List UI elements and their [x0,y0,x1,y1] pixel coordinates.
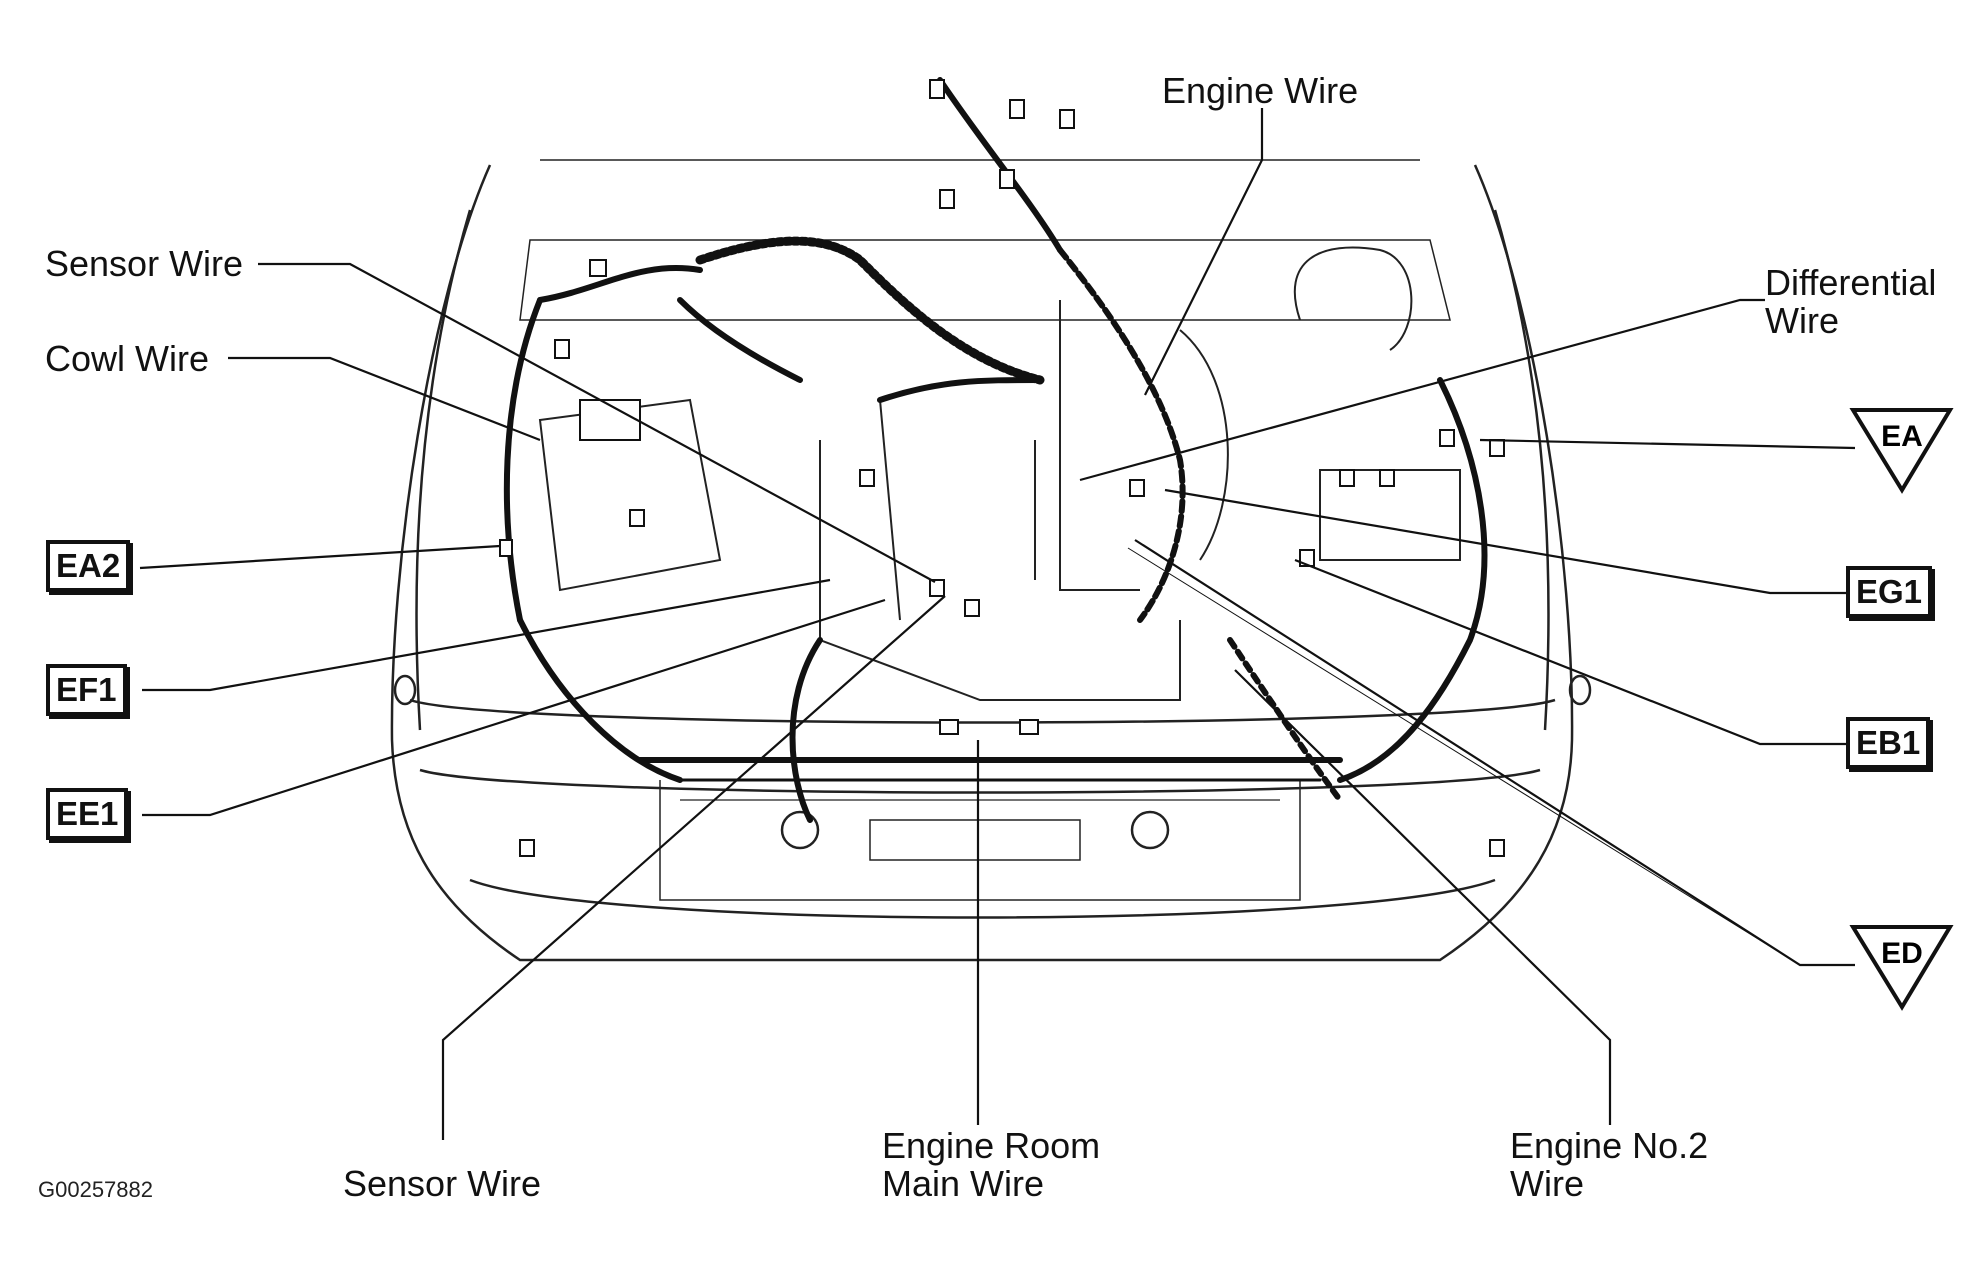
cowl-wire-label: Cowl Wire [45,338,210,379]
figure-code: G00257882 [38,1177,153,1202]
connector-ef1: EF1 [46,664,127,716]
connector-ee1: EE1 [46,788,129,840]
engine-no2-wire-label-line2: Wire [1510,1163,1584,1204]
connector-eb1: EB1 [1846,717,1931,769]
engine-wire-label: Engine Wire [1162,70,1359,111]
connector-eg1: EG1 [1846,566,1933,618]
sensor-wire-label-bottom: Sensor Wire [343,1163,542,1204]
differential-wire-label-line1: Differential [1765,262,1937,303]
engine-no2-wire-label-line1: Engine No.2 [1510,1125,1709,1166]
ground-ed-label: ED [1881,937,1923,970]
differential-wire-label-line2: Wire [1765,300,1839,341]
ground-ea-triangle [1849,408,1954,494]
engine-room-main-wire-label-line1: Engine Room [882,1125,1101,1166]
engine-room-main-wire-label-line2: Main Wire [882,1163,1045,1204]
connector-ea2: EA2 [46,540,131,592]
ground-ed-triangle [1849,925,1954,1011]
sensor-wire-label-top: Sensor Wire [45,243,244,284]
ground-ea-label: EA [1881,420,1923,453]
